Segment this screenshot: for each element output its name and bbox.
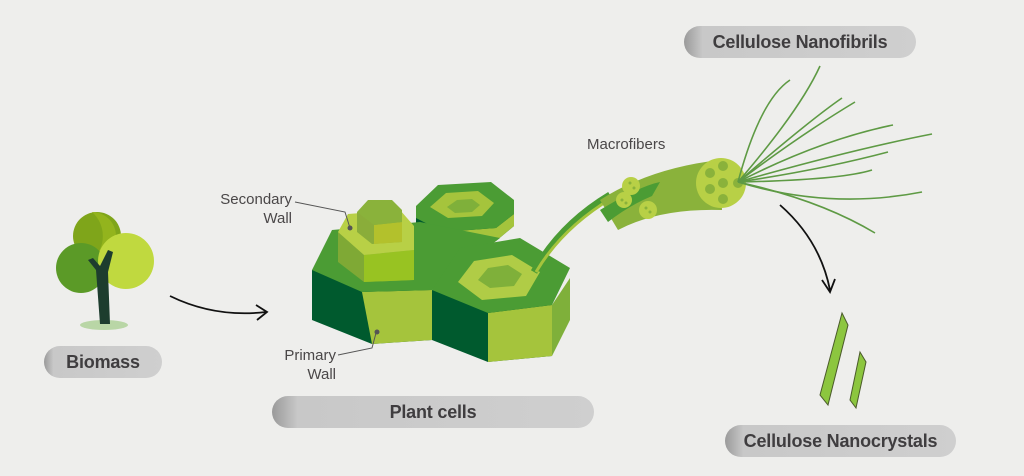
cellulose-nanocrystals-label: Cellulose Nanocrystals <box>725 425 956 457</box>
primary-wall-line1: Primary <box>284 347 336 364</box>
secondary-wall-label: Secondary Wall <box>212 190 292 228</box>
macrofibers-label: Macrofibers <box>587 136 666 153</box>
arrow-to-nanocrystals <box>779 204 836 294</box>
arrow-biomass-to-cells <box>169 295 269 321</box>
secondary-wall-line2: Wall <box>263 210 292 227</box>
fiber-cross-section <box>616 177 657 219</box>
nanofibrils <box>737 65 933 234</box>
leader-lines <box>294 201 380 356</box>
primary-wall-label: Primary Wall <box>256 346 336 384</box>
secondary-wall-line1: Secondary <box>220 191 292 208</box>
plant-cells-illustration <box>312 182 613 362</box>
macrofiber-bundle <box>600 158 746 230</box>
nanocrystals-icon <box>819 311 867 410</box>
tree-icon <box>56 212 154 330</box>
plant-cells-text: Plant cells <box>389 401 477 422</box>
plant-cells-label: Plant cells <box>272 396 594 428</box>
cellulose-nanofibrils-text: Cellulose Nanofibrils <box>712 31 888 52</box>
primary-wall-line2: Wall <box>307 366 336 383</box>
biomass-text: Biomass <box>66 351 140 372</box>
biomass-label: Biomass <box>44 346 162 378</box>
cellulose-nanofibrils-label: Cellulose Nanofibrils <box>684 26 916 58</box>
cellulose-nanocrystals-text: Cellulose Nanocrystals <box>743 430 938 451</box>
